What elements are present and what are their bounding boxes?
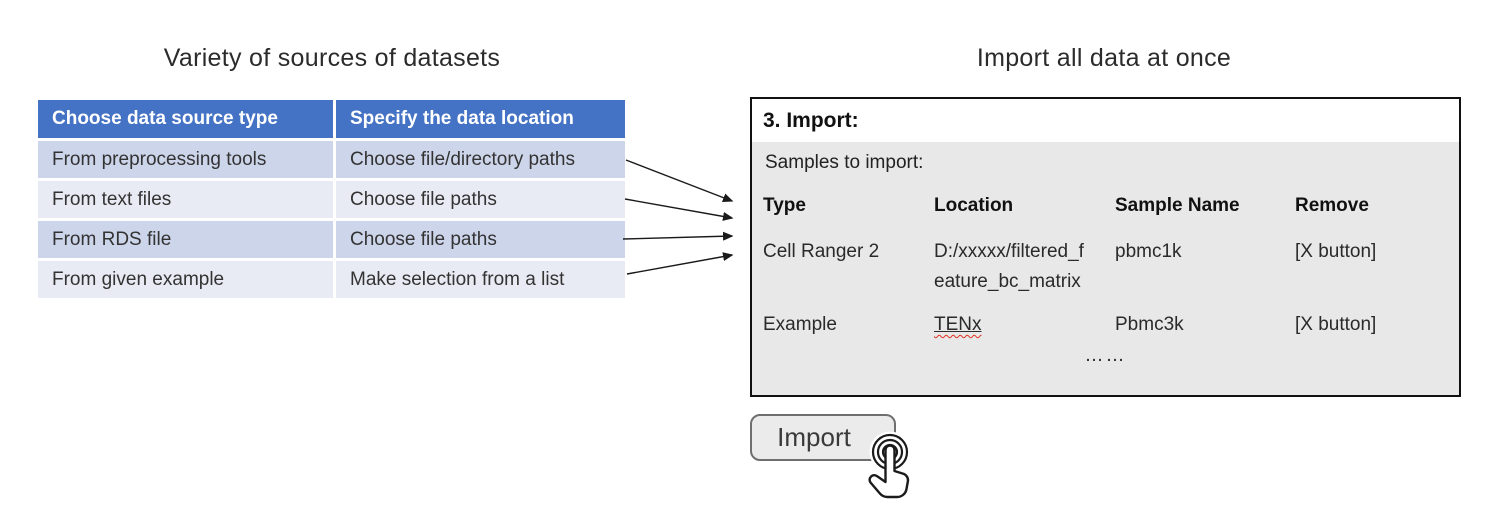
sample-name-column-header: Sample Name [1115,195,1240,216]
remove-x-button[interactable]: [X button] [1295,314,1377,335]
remove-x-button[interactable]: [X button] [1295,241,1377,262]
samples-to-import-label: Samples to import: [765,152,924,173]
source-row-textfiles-type: From text files [38,181,333,218]
sample-location-value: D:/xxxxx/filtered_feature_bc_matrix [934,241,1084,292]
import-button[interactable]: Import [750,414,896,461]
sample-row: Example TENx Pbmc3k [X button] [752,310,1459,340]
left-section-title: Variety of sources of datasets [163,44,501,72]
remove-column-header: Remove [1295,195,1369,216]
samples-table-header: Type Location Sample Name Remove [752,191,1459,221]
sample-location-value: TENx [934,310,1115,340]
data-location-column-header: Specify the data location [336,100,625,138]
data-sources-table: Choose data source type Specify the data… [38,100,625,298]
sample-type-value: Example [763,314,837,335]
source-row-preprocessing-type: From preprocessing tools [38,141,333,178]
location-column-header: Location [934,195,1014,216]
right-section-title: Import all data at once [976,44,1232,72]
import-panel: 3. Import: Samples to import: Type Locat… [750,97,1461,397]
flow-arrow-line-4 [626,252,734,275]
sample-row: Cell Ranger 2 D:/xxxxx/filtered_feature_… [752,237,1459,297]
source-row-example-location: Make selection from a list [336,261,625,298]
source-row-rds-location: Choose file paths [336,221,625,258]
source-row-example-type: From given example [38,261,333,298]
source-row-preprocessing-location: Choose file/directory paths [336,141,625,178]
flow-arrow-line-1 [625,159,734,202]
sample-type-value: Cell Ranger 2 [763,241,880,262]
import-step-heading: 3. Import: [752,99,1459,142]
source-type-column-header: Choose data source type [38,100,333,138]
sample-name-value: Pbmc3k [1115,314,1184,335]
flow-arrow-line-2 [624,198,734,221]
source-row-textfiles-location: Choose file paths [336,181,625,218]
type-column-header: Type [763,195,806,216]
samples-area: Samples to import: Type Location Sample … [752,142,1459,395]
more-samples-ellipsis: …… [1084,345,1127,366]
source-row-rds-type: From RDS file [38,221,333,258]
flow-arrow-line-3 [622,231,734,241]
sample-name-value: pbmc1k [1115,241,1182,262]
location-link: TENx [934,314,982,335]
